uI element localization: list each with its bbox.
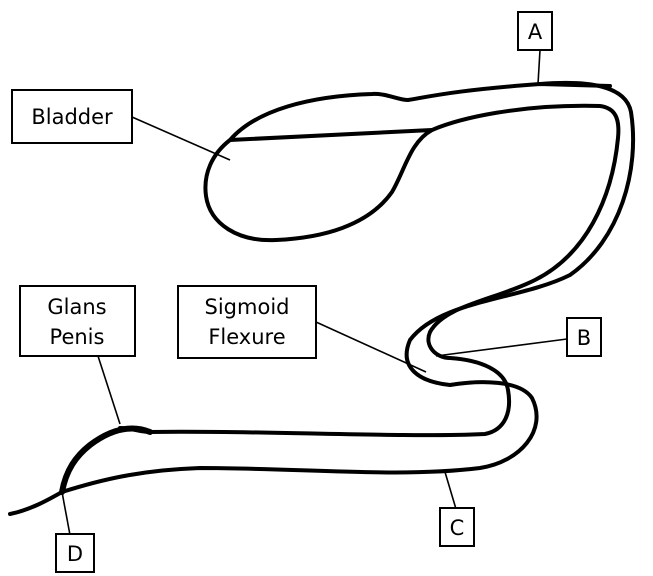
label-c-text: C bbox=[450, 516, 465, 540]
label-c: C bbox=[439, 507, 475, 547]
leader-bladder bbox=[131, 116, 231, 161]
label-sigmoid-line1: Sigmoid bbox=[205, 295, 290, 319]
label-a: A bbox=[517, 11, 553, 51]
label-sigmoid-flexure: Sigmoid Flexure bbox=[177, 285, 317, 359]
leader-glans bbox=[97, 355, 121, 425]
label-bladder: Bladder bbox=[11, 89, 133, 144]
leader-c bbox=[444, 471, 457, 510]
tract-inner-wall bbox=[118, 103, 621, 438]
leader-a bbox=[537, 49, 541, 85]
label-sigmoid-line2: Flexure bbox=[208, 325, 285, 349]
label-bladder-text: Bladder bbox=[31, 105, 113, 129]
leader-b bbox=[435, 338, 568, 357]
label-b-text: B bbox=[577, 326, 591, 350]
label-glans-penis: Glans Penis bbox=[19, 285, 136, 357]
label-glans-line2: Penis bbox=[50, 325, 105, 349]
label-b: B bbox=[566, 317, 602, 357]
label-d-text: D bbox=[67, 542, 83, 566]
glans-tip bbox=[59, 425, 153, 495]
label-d: D bbox=[55, 533, 95, 573]
bladder-outline bbox=[203, 82, 612, 243]
label-glans-line1: Glans bbox=[47, 295, 106, 319]
terminal-segment bbox=[8, 490, 64, 516]
label-a-text: A bbox=[528, 20, 543, 44]
leader-d bbox=[61, 491, 71, 536]
leader-sigmoid bbox=[315, 321, 427, 373]
tract-outer-wall bbox=[60, 80, 636, 494]
